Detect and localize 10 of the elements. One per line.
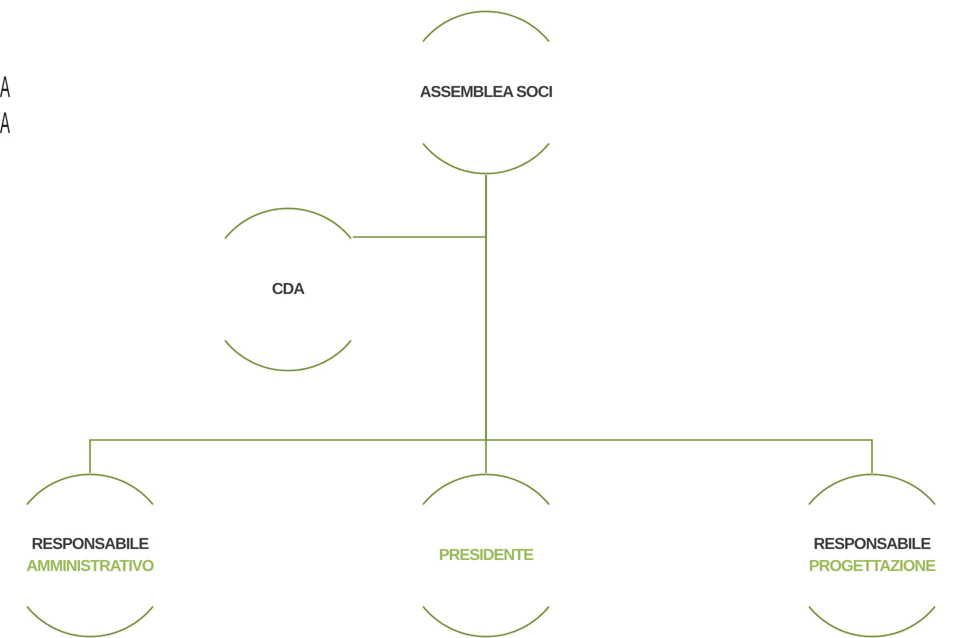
cut-off-text: A — [0, 108, 10, 140]
cut-off-text: A — [0, 72, 10, 104]
node-label: AMMINISTRATIVO — [26, 556, 154, 576]
node-label: PRESIDENTE — [438, 546, 534, 566]
node-label: CDA — [272, 280, 304, 300]
node-label: RESPONSABILE — [814, 534, 930, 554]
node-label: RESPONSABILE — [32, 534, 148, 554]
node-label: ASSEMBLEA SOCI — [420, 82, 552, 102]
node-label: PROGETTAZIONE — [808, 556, 936, 576]
connector-line — [485, 175, 873, 473]
